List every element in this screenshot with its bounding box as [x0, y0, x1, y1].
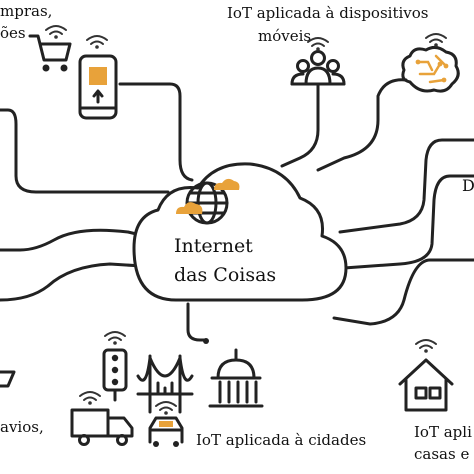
connector-left-bottom	[0, 228, 164, 252]
mobile-label-line1: IoT aplicada à dispositivos	[227, 4, 429, 22]
connector-right-3	[332, 258, 474, 326]
connector-right-2	[342, 174, 474, 270]
globe-icon	[176, 178, 240, 225]
connector-left-top	[0, 108, 170, 194]
house-icon	[398, 358, 454, 412]
connector-phone	[118, 82, 194, 182]
homes-label-line1: IoT apli	[414, 423, 472, 441]
wifi-icon	[86, 35, 108, 49]
right-partial-label: D	[462, 176, 474, 195]
capitol-building-icon	[208, 348, 264, 408]
wifi-icon	[307, 37, 329, 51]
homes-label-line2: casas e	[414, 445, 469, 463]
connector-brain	[316, 78, 408, 172]
bridge-icon	[136, 354, 194, 414]
ship-icon	[0, 370, 16, 388]
connector-lines	[0, 78, 474, 344]
brain-circuit-icon	[401, 45, 460, 93]
wifi-icon	[415, 339, 437, 353]
shopping-cart-icon	[28, 34, 72, 72]
traffic-light-icon	[102, 348, 128, 402]
connector-dot	[203, 338, 209, 344]
connector-people	[280, 82, 320, 168]
car-icon	[148, 416, 184, 447]
cities-label: IoT aplicada à cidades	[196, 431, 366, 449]
wifi-icon	[425, 33, 447, 47]
wifi-icon	[104, 331, 126, 345]
connector-right-1	[338, 138, 474, 234]
ships-label: avios,	[0, 418, 44, 436]
mobile-label-line2: móveis	[258, 27, 311, 45]
cloud-label-line2: das Coisas	[174, 264, 276, 286]
connector-left-mid	[0, 262, 144, 302]
smartphone-icon	[78, 54, 118, 120]
connector-down	[186, 302, 206, 342]
wifi-icon	[79, 391, 101, 405]
wifi-icon	[45, 25, 67, 39]
shopping-label-line2: ões	[0, 24, 26, 42]
wifi-icon	[155, 401, 177, 415]
people-group-icon	[290, 50, 346, 86]
shopping-label-line1: mpras,	[0, 2, 52, 20]
delivery-truck-icon	[70, 408, 134, 446]
cloud-label-line1: Internet	[174, 235, 253, 257]
iot-cloud: Internet das Coisas	[132, 162, 348, 302]
